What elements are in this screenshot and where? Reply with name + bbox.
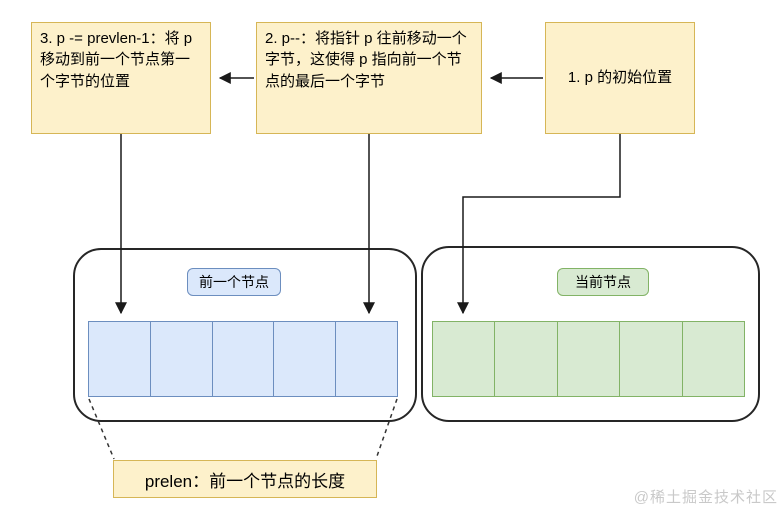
memory-cell (88, 321, 151, 397)
memory-cell (335, 321, 398, 397)
note-step1: 1. p 的初始位置 (545, 22, 695, 134)
previous-node-cells (88, 321, 398, 397)
previous-node-label: 前一个节点 (187, 268, 281, 296)
memory-cell (149, 321, 213, 397)
note-step3: 3. p -= prevlen-1：将 p 移动到前一个节点第一个字节的位置 (31, 22, 211, 134)
prelen-callout: prelen：前一个节点的长度 (113, 460, 377, 498)
watermark: @稀土掘金技术社区 (633, 489, 778, 506)
note-step2: 2. p--：将指针 p 往前移动一个字节，这使得 p 指向前一个节点的最后一个… (256, 22, 482, 134)
memory-cell (211, 321, 275, 397)
memory-cell (556, 321, 621, 397)
current-node-label: 当前节点 (557, 268, 649, 296)
memory-cell (494, 321, 558, 397)
memory-cell (432, 321, 496, 397)
current-node-cells (432, 321, 746, 397)
memory-cell (681, 321, 746, 397)
memory-cell (619, 321, 683, 397)
memory-cell (273, 321, 337, 397)
